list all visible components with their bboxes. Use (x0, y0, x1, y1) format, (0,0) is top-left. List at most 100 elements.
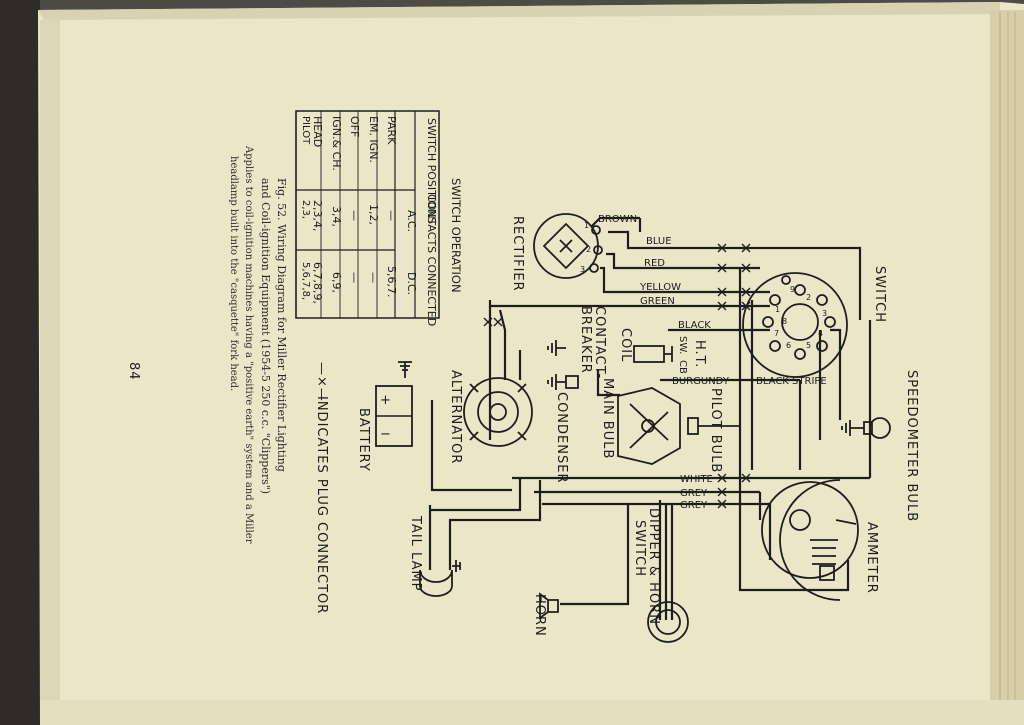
label-condenser: CONDENSER (554, 392, 569, 483)
table-row-dc: 5,6,7,8, (300, 262, 311, 300)
wire-label-black-stripe: BLACK STRIPE (756, 376, 827, 387)
pilot-bulb (687, 417, 740, 435)
wire-label-black: BLACK (678, 320, 711, 331)
table-row-position: HEAD (311, 116, 324, 147)
headlamp-main-bulb (617, 387, 681, 465)
battery-minus: − (380, 427, 392, 442)
contact-breaker (547, 340, 566, 356)
label-contact-breaker-2: BREAKER (578, 306, 593, 374)
label-alternator: ALTERNATOR (448, 370, 463, 464)
switch-terminal: 8 (782, 317, 787, 326)
horn (539, 592, 559, 620)
rectifier-terminal: 1 (584, 221, 589, 230)
figure-caption: Fig. 52. Wiring Diagram for Miller Recti… (228, 145, 288, 544)
label-tail-lamp: TAIL LAMP (408, 515, 423, 592)
table-row-position: OFF (348, 116, 361, 137)
condenser (547, 374, 579, 390)
switch-terminal: 4 (818, 329, 823, 338)
table-row-dc: 6,7,8,9, (311, 262, 324, 304)
battery: + − (375, 361, 413, 447)
table-col-positions: SWITCH POSITIONS (425, 118, 438, 224)
rectifier-terminal: 2 (586, 245, 591, 254)
wire-label-yellow: YELLOW (639, 282, 681, 293)
label-dipper-horn-1: DIPPER & HORN (646, 508, 661, 625)
table-row-position: PILOT (300, 116, 311, 145)
tail-lamp (419, 560, 461, 597)
table-row-ac: 1,2, (367, 204, 380, 225)
page-number: 84 (126, 362, 141, 381)
switch-operation-table: SWITCH OPERATION CONTACTS CONNECTED SWIT… (295, 110, 463, 326)
page-bottom (40, 700, 1024, 725)
table-title: SWITCH OPERATION (449, 178, 463, 293)
label-speedometer-bulb: SPEEDOMETER BULB (904, 370, 919, 522)
wire-blue (608, 230, 862, 320)
wiring-diagram (428, 216, 872, 620)
label-coil: COIL (618, 328, 633, 362)
wire-label-burgundy: BURGUNDY (672, 376, 730, 387)
legend-text: INDICATES PLUG CONNECTOR (314, 396, 329, 614)
label-horn: HORN (532, 594, 547, 637)
table-row-ac: 3,4, (330, 206, 343, 227)
table-row-position: IGN.& CH. (330, 116, 343, 171)
component-labels: SWITCH SPEEDOMETER BULB AMMETER DIPPER &… (356, 216, 919, 637)
switch-terminal: 2 (806, 293, 811, 302)
page-gutter (40, 20, 60, 710)
speedometer-bulb (841, 417, 891, 439)
wire-red (606, 252, 760, 270)
wire-yellow (600, 266, 770, 294)
rectifier: 1 2 3 (533, 213, 603, 279)
wire-label-white: WHITE (680, 474, 713, 485)
battery-plus: + (380, 393, 392, 408)
table-row-ac: 2,3, (300, 200, 311, 219)
label-switch: SWITCH (872, 266, 887, 323)
alternator (463, 377, 533, 447)
switch-terminal: 3 (822, 309, 827, 318)
table-row-ac: — (385, 210, 398, 221)
caption-line-2: and Coil-ignition Equipment (1954-5 250 … (259, 178, 272, 494)
ammeter (761, 479, 859, 601)
wire-label-red: RED (644, 258, 665, 269)
table-row-dc: — (348, 272, 361, 283)
wire-horn (560, 505, 630, 606)
wire-label-blue: BLUE (646, 236, 672, 247)
wire-label-grey-1: GREY (680, 488, 708, 499)
table-row-dc: 6,9, (330, 272, 343, 293)
label-sw: SW. (677, 336, 688, 354)
scanner-edge-left (0, 0, 40, 725)
table-col-ac: A.C. (405, 210, 418, 232)
label-pilot-bulb: PILOT BULB (708, 388, 723, 473)
dipper-horn-switch (647, 601, 689, 643)
label-dipper-horn-2: SWITCH (632, 520, 647, 577)
table-row-position: EM. IGN. (367, 116, 380, 163)
table-col-contacts: CONTACTS CONNECTED (425, 194, 438, 326)
switch-terminal: 1 (775, 305, 780, 314)
table-row-dc: 5,6,7. (385, 266, 398, 298)
label-ammeter: AMMETER (864, 522, 879, 594)
wire-label-green: GREEN (640, 296, 675, 307)
caption-line-1: Fig. 52. Wiring Diagram for Miller Recti… (275, 178, 288, 472)
table-col-dc: D.C. (405, 272, 418, 295)
legend-symbol: —×— (314, 362, 329, 402)
page-top-shadow (38, 2, 1000, 20)
caption-line-4: headlamp built into the "casquette" fork… (228, 156, 239, 391)
page-paper (38, 2, 1024, 725)
wire-label-grey-2: GREY (680, 500, 708, 511)
table-row-ac: — (348, 210, 361, 221)
plug-connectors (483, 243, 751, 509)
switch-terminal: 6 (786, 341, 791, 350)
ignition-lighting-switch: 1 2 3 4 5 6 7 8 9 (742, 272, 848, 378)
ignition-coil (633, 345, 673, 363)
rectifier-terminal: 3 (580, 265, 585, 274)
table-row-dc: — (367, 272, 380, 283)
wire-labels: BROWN BLUE RED YELLOW GREEN BLACK BURGUN… (598, 214, 827, 511)
caption-line-3: Applies to coil-ignition machines having… (243, 145, 254, 544)
label-cb: CB (677, 360, 688, 374)
label-battery: BATTERY (356, 408, 371, 472)
table-row-position: PARK (385, 116, 398, 145)
label-contact-breaker-1: CONTACT- (592, 306, 607, 379)
legend-plug-connector: —×— INDICATES PLUG CONNECTOR (314, 362, 329, 614)
label-main-bulb: MAIN BULB (600, 378, 615, 459)
label-ht: H.T. (692, 340, 707, 368)
table-row-ac: 2,3,4, (311, 200, 324, 232)
